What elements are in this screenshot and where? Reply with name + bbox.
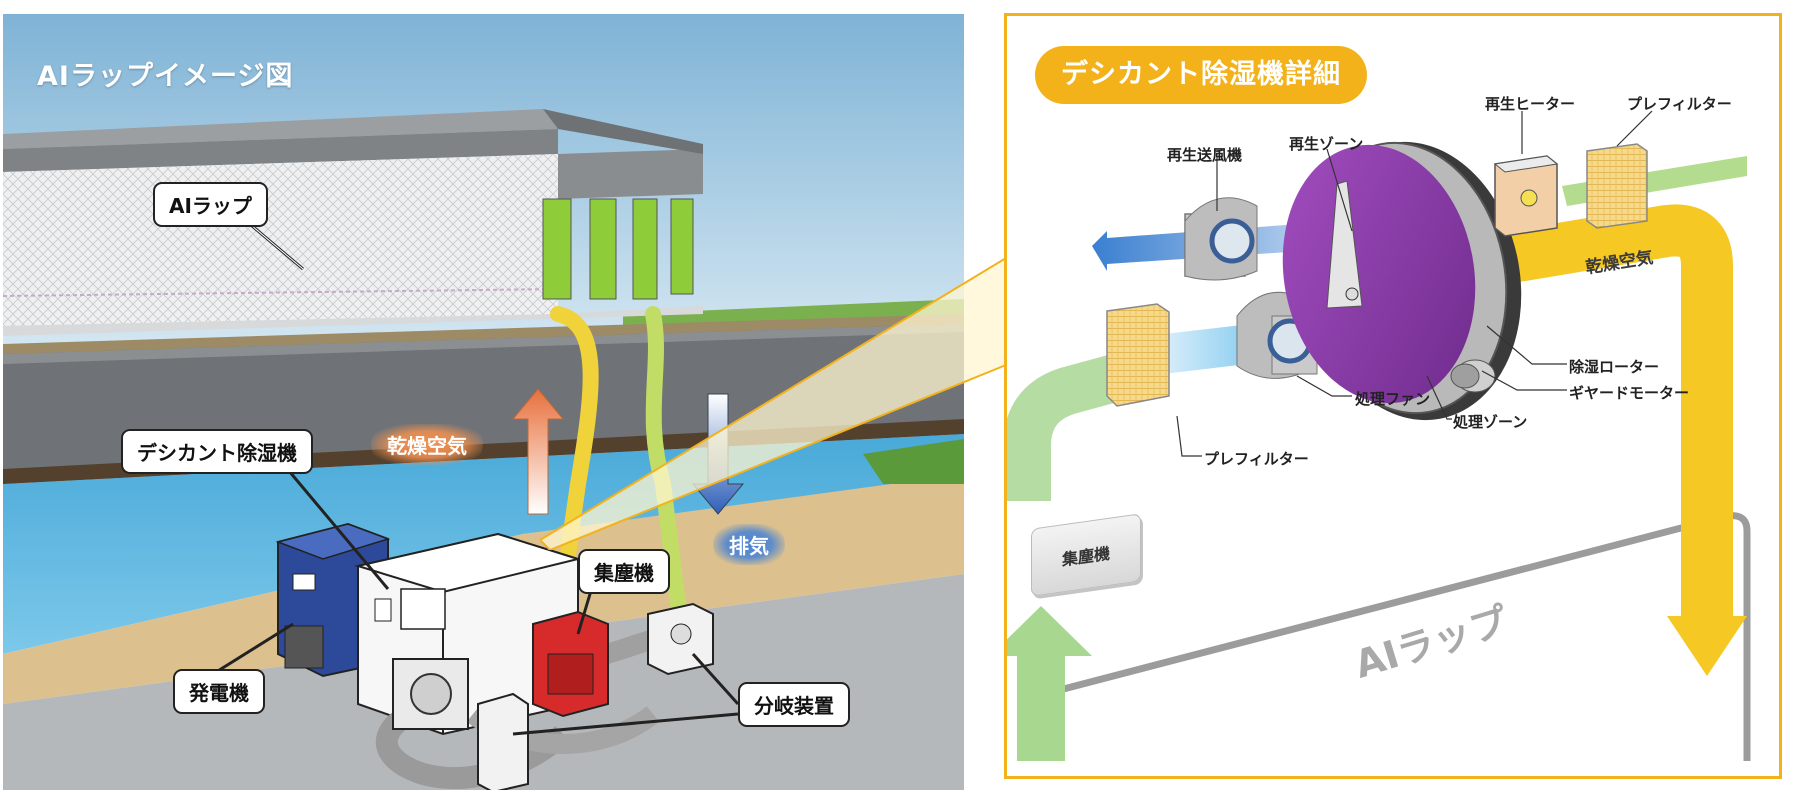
geared-motor-icon: [1450, 359, 1496, 393]
label-pre-filter-top: プレフィルター: [1627, 95, 1732, 113]
callout-desiccant-dehumidifier: デシカント除湿機: [121, 429, 313, 474]
regen-fan-icon: [1184, 197, 1258, 281]
desiccant-detail-panel: デシカント除湿機詳細 再生ヒーター プレフィルター 再生ゾーン 再生送風機 乾燥…: [1004, 13, 1782, 779]
desiccant-detail-illustration: [1007, 110, 1751, 761]
label-regen-fan: 再生送風機: [1167, 146, 1243, 164]
pre-filter-bottom-icon: [1106, 303, 1170, 407]
regen-heater-icon: [1493, 155, 1559, 237]
diagram-title: AIラップイメージ図: [37, 61, 294, 92]
callout-branch-device: 分岐装置: [738, 682, 850, 727]
ai-wrap-image-panel: AIラップイメージ図 AIラップ デシカント除湿機 集塵機 発電機 分岐装置 乾…: [3, 14, 964, 790]
bridge-scene-illustration: [3, 14, 964, 790]
exhaust-flow-label: 排気: [713, 524, 785, 565]
label-process-fan: 処理ファン: [1355, 390, 1431, 408]
dry-air-flow-label: 乾燥空気: [371, 424, 483, 465]
dehumidifier-rotor-icon: [1282, 141, 1522, 421]
label-pre-filter-bottom: プレフィルター: [1204, 450, 1309, 468]
label-dehumidifier-rotor: 除湿ローター: [1569, 358, 1660, 376]
callout-generator: 発電機: [173, 669, 265, 714]
label-regen-heater: 再生ヒーター: [1485, 95, 1576, 113]
zoom-connector: [540, 256, 1007, 550]
detail-title: デシカント除湿機詳細: [1035, 46, 1367, 104]
label-process-zone: 処理ゾーン: [1453, 413, 1528, 431]
pre-filter-top-icon: [1586, 143, 1648, 229]
callout-dust-collector: 集塵機: [578, 549, 670, 594]
callout-ai-wrap: AIラップ: [153, 182, 268, 227]
label-regen-zone: 再生ゾーン: [1289, 135, 1364, 153]
label-geared-motor: ギヤードモーター: [1569, 384, 1690, 402]
